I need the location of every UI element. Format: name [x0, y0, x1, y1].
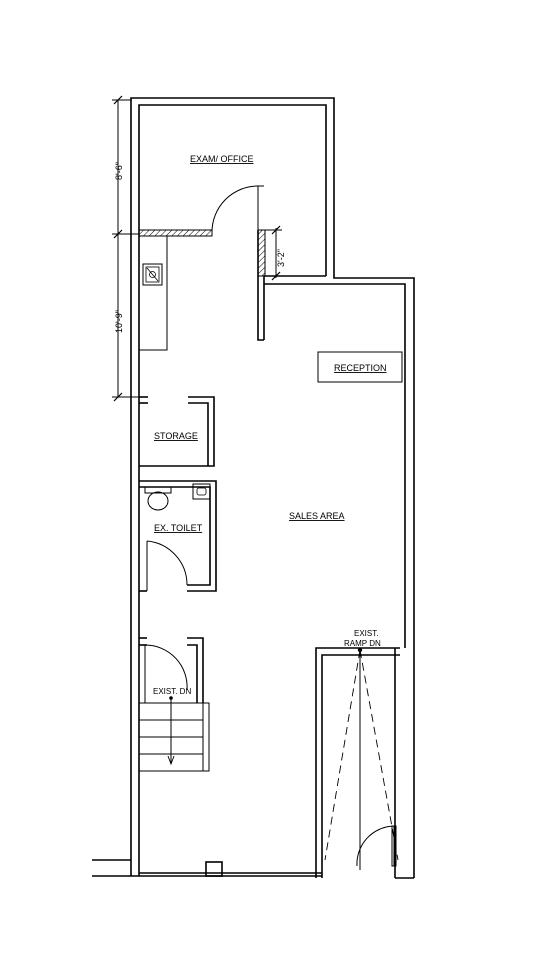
- toilet-room: EX. TOILET: [139, 480, 217, 592]
- stair: EXIST. DN: [138, 637, 210, 772]
- sales-area-label: SALES AREA: [289, 511, 345, 521]
- reception-desk: RECEPTION: [317, 351, 403, 383]
- dimension-lines: 8'-6" 10'-9" 3'-2": [112, 95, 286, 402]
- ramp: EXIST. RAMP DN: [315, 629, 400, 878]
- sink-counter: [138, 235, 168, 351]
- exist-dn-label: EXIST. DN: [153, 687, 191, 696]
- exam-partition: [138, 185, 266, 277]
- storage-room: STORAGE: [139, 396, 215, 467]
- toilet-label: EX. TOILET: [154, 523, 203, 533]
- dim-lower-height: 10'-9": [114, 310, 124, 333]
- storage-label: STORAGE: [154, 431, 198, 441]
- ramp-label-line1: EXIST.: [354, 629, 378, 638]
- outer-walls: [92, 97, 415, 879]
- dim-partition-length: 3'-2": [276, 249, 286, 267]
- exam-office-label: EXAM/ OFFICE: [190, 154, 254, 164]
- dim-exam-height: 8'-6": [114, 162, 124, 180]
- ramp-label-line2: RAMP DN: [344, 639, 381, 648]
- reception-label: RECEPTION: [334, 363, 387, 373]
